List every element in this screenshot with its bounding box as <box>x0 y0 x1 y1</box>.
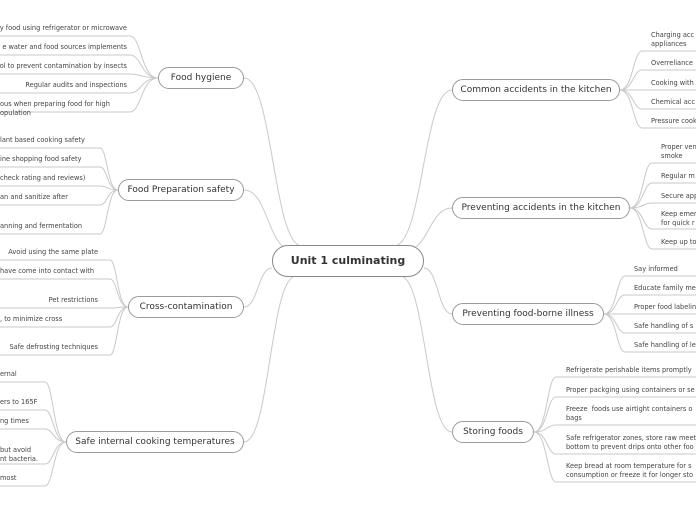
link-right-0-0 <box>619 50 643 91</box>
leaf-temperatures-4[interactable]: but avoid nt bacteria. <box>0 446 39 463</box>
leaf-preventing-accidents-1[interactable]: Proper ven smoke <box>661 143 696 160</box>
link-right-3-4 <box>533 431 557 483</box>
link-central-food-borne <box>423 267 453 315</box>
central-topic[interactable]: Unit 1 culminating <box>272 245 424 277</box>
link-right-1-1 <box>629 182 653 209</box>
leaf-temperatures-1[interactable]: ernal <box>0 370 17 378</box>
leaf-common-accidents-2[interactable]: Overreliance <box>651 59 693 67</box>
link-right-1-3 <box>629 207 653 230</box>
link-left-3-2 <box>44 428 67 443</box>
leaf-storing-3[interactable]: Freeze foods use airtight containers o b… <box>566 405 693 422</box>
link-right-3-1 <box>533 396 557 433</box>
topic-cross-contamination[interactable]: Cross-contamination <box>128 296 244 318</box>
link-right-3-0 <box>533 376 557 433</box>
link-central-temperatures <box>243 275 297 443</box>
leaf-temperatures-3[interactable]: ng times <box>0 417 29 425</box>
link-right-0-4 <box>619 89 643 129</box>
topic-common-accidents-kitchen[interactable]: Common accidents in the kitchen <box>452 79 620 101</box>
link-left-0-0 <box>129 35 159 79</box>
link-right-2-1 <box>603 294 626 315</box>
link-right-1-2 <box>629 202 653 209</box>
leaf-food-borne-3[interactable]: Proper food labelin <box>634 303 696 311</box>
leaf-cross-contamination-4[interactable]: , to minimize cross <box>0 315 63 323</box>
leaf-food-prep-1[interactable]: lant based cooking safety <box>0 136 85 144</box>
topic-food-hygiene[interactable]: Food hygiene <box>158 67 244 89</box>
link-central-cross-contamination <box>243 267 273 308</box>
leaf-food-hygiene-1[interactable]: y food using refrigerator or microwave <box>0 24 127 32</box>
leaf-food-borne-2[interactable]: Educate family me <box>634 284 696 292</box>
link-central-food-hygiene <box>243 77 303 247</box>
leaf-storing-5[interactable]: Keep bread at room temperature for s con… <box>566 462 694 479</box>
leaf-cross-contamination-3[interactable]: Pet restrictions <box>48 296 98 304</box>
leaf-preventing-accidents-2[interactable]: Regular m <box>661 172 695 180</box>
leaf-storing-1[interactable]: Refrigerate perishable items promptly <box>566 366 692 374</box>
leaf-common-accidents-3[interactable]: Cooking with <box>651 79 694 87</box>
leaf-food-prep-4[interactable]: an and sanitize after <box>0 193 68 201</box>
leaf-food-hygiene-4[interactable]: Regular audits and inspections <box>25 81 127 89</box>
link-central-storing <box>399 275 453 433</box>
link-left-2-0 <box>109 259 129 308</box>
leaf-food-hygiene-3[interactable]: ol to prevent contamination by insects <box>0 62 127 70</box>
topic-safe-internal-cooking-temperatures[interactable]: Safe internal cooking temperatures <box>66 431 244 453</box>
leaf-food-borne-5[interactable]: Safe handling of le <box>634 341 696 349</box>
link-left-0-2 <box>129 73 159 79</box>
link-right-3-2 <box>533 424 557 433</box>
leaf-storing-4[interactable]: Safe refrigerator zones, store raw meet … <box>566 434 696 451</box>
leaf-food-prep-5[interactable]: anning and fermentation <box>0 222 83 230</box>
leaf-temperatures-2[interactable]: ers to 165F <box>0 398 38 406</box>
link-left-0-4 <box>129 77 159 113</box>
link-right-2-3 <box>603 313 626 334</box>
leaf-common-accidents-1[interactable]: Charging acc appliances <box>651 31 695 48</box>
leaf-cross-contamination-2[interactable]: have come into contact with <box>0 267 94 275</box>
leaf-food-prep-2[interactable]: ine shopping food safety <box>0 155 82 163</box>
link-left-3-0 <box>44 381 67 443</box>
topic-storing-foods[interactable]: Storing foods <box>452 421 534 443</box>
link-right-2-0 <box>603 275 626 315</box>
link-left-2-1 <box>109 278 129 308</box>
topic-food-preparation-safety[interactable]: Food Preparation safety <box>118 179 244 201</box>
leaf-food-borne-4[interactable]: Safe handling of s <box>634 322 694 330</box>
leaf-storing-2[interactable]: Proper packging using containers or se <box>566 386 695 394</box>
leaf-preventing-accidents-5[interactable]: Keep up to <box>661 238 696 246</box>
link-right-0-1 <box>619 69 643 91</box>
leaf-food-hygiene-5[interactable]: ous when preparing food for high opulati… <box>0 100 110 117</box>
link-right-2-4 <box>603 313 626 353</box>
leaf-common-accidents-5[interactable]: Pressure cook <box>651 117 696 125</box>
leaf-preventing-accidents-3[interactable]: Secure app <box>661 192 696 200</box>
link-right-1-4 <box>629 207 653 250</box>
leaf-food-borne-1[interactable]: Say informed <box>634 265 678 273</box>
leaf-cross-contamination-5[interactable]: Safe defrosting techniques <box>9 343 99 351</box>
leaf-common-accidents-4[interactable]: Chemical acc <box>651 98 695 106</box>
link-left-1-3 <box>99 189 119 206</box>
link-left-0-1 <box>129 54 159 79</box>
topic-preventing-food-borne-illness[interactable]: Preventing food-borne illness <box>452 303 604 325</box>
link-central-common-accidents <box>393 89 453 247</box>
link-left-3-4 <box>44 441 67 487</box>
leaf-preventing-accidents-4[interactable]: Keep emer for quick r <box>661 210 696 227</box>
leaf-food-hygiene-2[interactable]: e water and food sources implements <box>2 43 127 51</box>
topic-preventing-accidents-kitchen[interactable]: Preventing accidents in the kitchen <box>452 197 630 219</box>
link-right-1-0 <box>629 162 653 209</box>
link-left-1-2 <box>99 185 119 191</box>
leaf-temperatures-5[interactable]: most <box>0 474 17 482</box>
link-left-1-0 <box>99 147 119 191</box>
link-left-1-1 <box>99 166 119 191</box>
link-left-3-3 <box>44 441 67 465</box>
link-left-2-4 <box>109 306 129 356</box>
link-left-3-1 <box>44 409 67 443</box>
leaf-cross-contamination-1[interactable]: Avoid using the same plate <box>8 248 98 256</box>
leaf-food-prep-3[interactable]: check rating and reviews) <box>0 174 86 182</box>
link-right-0-3 <box>619 89 643 110</box>
link-left-1-4 <box>99 189 119 235</box>
